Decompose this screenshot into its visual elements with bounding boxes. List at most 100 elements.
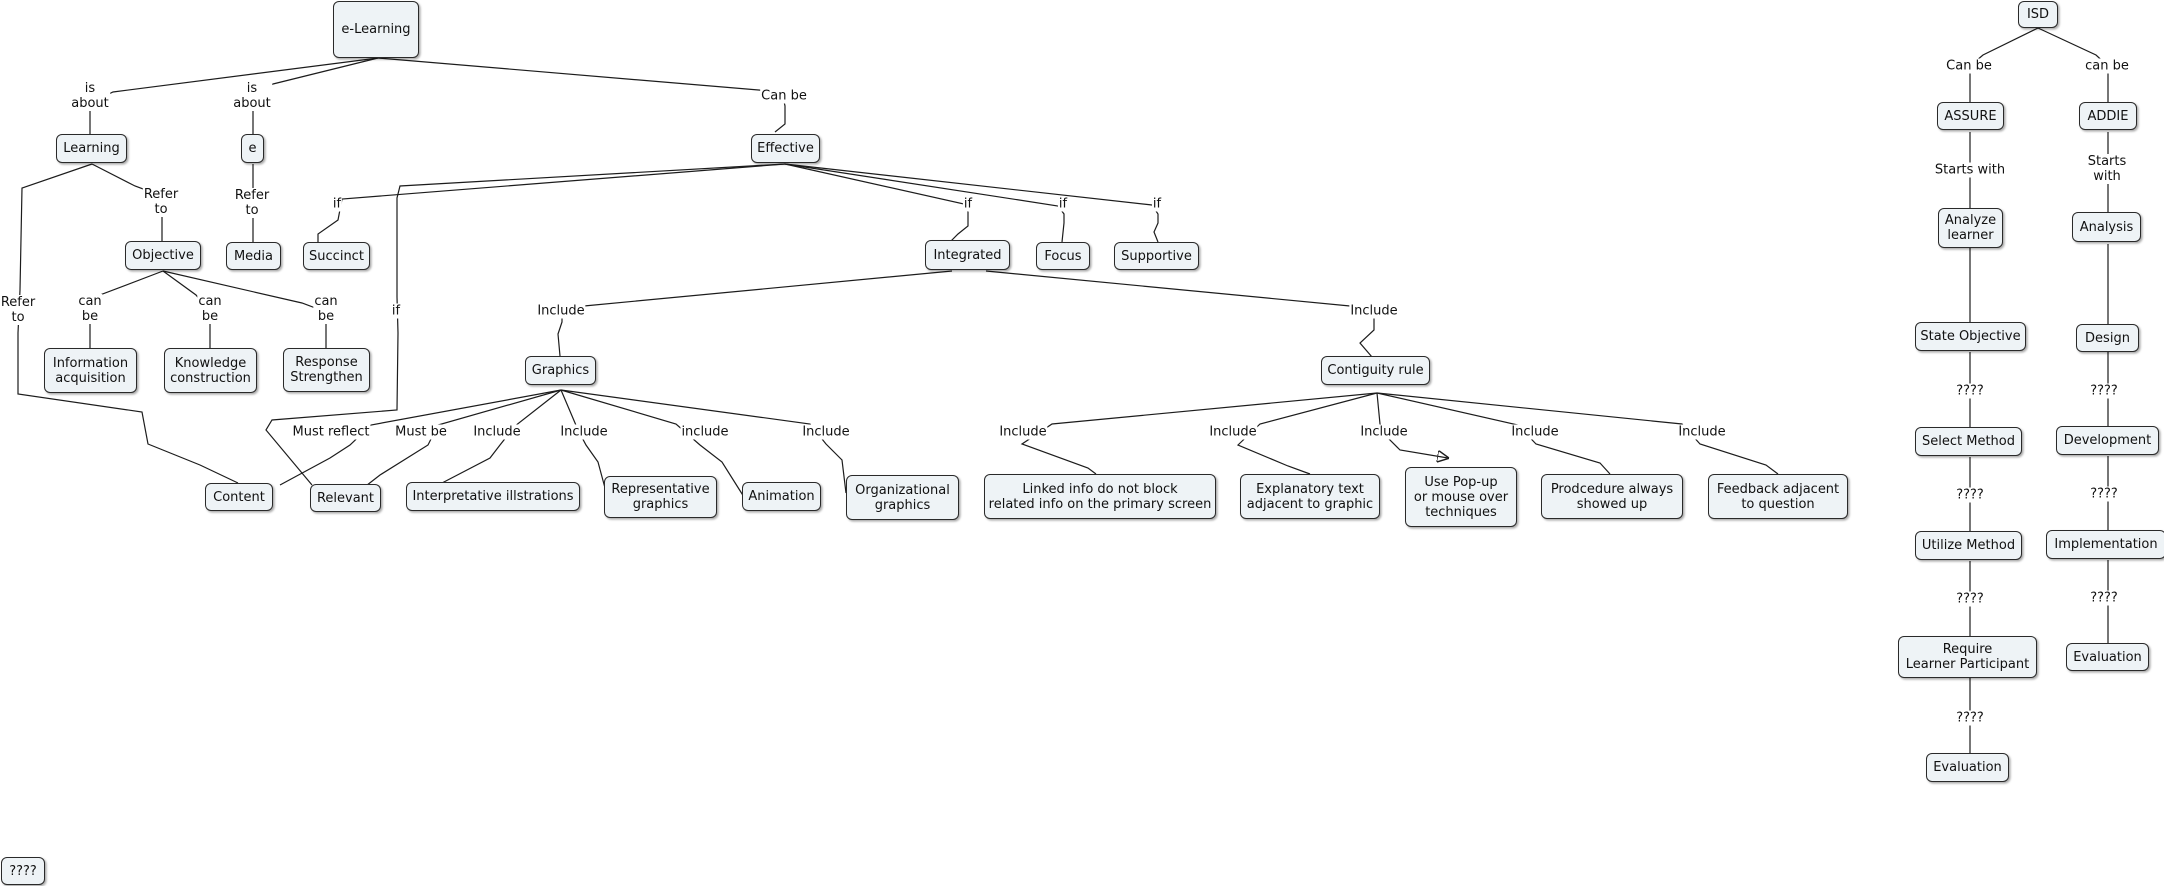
link-label-must-be: Must be [394, 424, 448, 440]
node-interpretative-illstrations[interactable]: Interpretative illstrations [406, 482, 580, 511]
node-isd[interactable]: ISD [2018, 1, 2058, 28]
link-label-include: include [680, 424, 730, 440]
link-label-include: Include [1359, 424, 1409, 440]
node-supportive[interactable]: Supportive [1114, 242, 1199, 270]
link-label-refer-to: Refer to [0, 295, 37, 325]
link-label-unknown: ???? [2089, 383, 2119, 399]
node-addie[interactable]: ADDIE [2079, 102, 2137, 130]
node-evaluation-addie[interactable]: Evaluation [2066, 643, 2149, 671]
link-label-unknown: ???? [1955, 591, 1985, 607]
node-analyze-learner[interactable]: Analyze learner [1938, 208, 2003, 248]
link-label-can-be: Can be [1945, 58, 1993, 74]
link-line [784, 163, 1065, 243]
node-objective[interactable]: Objective [125, 241, 201, 270]
node-select-method[interactable]: Select Method [1915, 427, 2022, 456]
link-line [557, 270, 953, 357]
node-e-learning[interactable]: e-Learning [333, 1, 419, 58]
link-label-include: Include [998, 424, 1048, 440]
link-line [560, 389, 745, 498]
node-succinct[interactable]: Succinct [303, 242, 370, 270]
node-require-learner-participant[interactable]: Require Learner Participant [1898, 636, 2037, 678]
node-design[interactable]: Design [2076, 324, 2139, 352]
link-label-can-be: can be [313, 294, 339, 324]
node-development[interactable]: Development [2056, 426, 2159, 455]
node-implementation[interactable]: Implementation [2046, 530, 2164, 559]
link-label-include: Include [801, 424, 851, 440]
link-label-can-be: can be [197, 294, 223, 324]
node-evaluation-assure[interactable]: Evaluation [1926, 753, 2009, 782]
link-line [1020, 392, 1378, 475]
node-contiguity-rule[interactable]: Contiguity rule [1321, 356, 1430, 385]
link-label-refer-to: Refer to [142, 187, 180, 217]
link-label-can-be: can be [77, 294, 103, 324]
node-graphics[interactable]: Graphics [525, 356, 596, 385]
node-feedback-adjacent[interactable]: Feedback adjacent to question [1708, 474, 1848, 519]
node-information-acquisition[interactable]: Information acquisition [44, 348, 137, 393]
link-label-include: Include [1677, 424, 1727, 440]
link-line [560, 389, 606, 489]
node-unknown[interactable]: ???? [1, 857, 45, 885]
node-organizational-graphics[interactable]: Organizational graphics [846, 475, 959, 520]
link-label-include: Include [536, 303, 586, 319]
link-line [1376, 392, 1779, 475]
link-line [162, 270, 327, 348]
node-e[interactable]: e [241, 134, 264, 163]
link-label-if: if [390, 303, 402, 319]
link-label-unknown: ???? [1955, 487, 1985, 503]
link-line [441, 389, 562, 484]
node-state-objective[interactable]: State Objective [1915, 322, 2026, 351]
node-linked-info[interactable]: Linked info do not block related info on… [984, 474, 1216, 519]
link-line [377, 57, 786, 133]
link-label-if: if [962, 196, 974, 212]
node-learning[interactable]: Learning [56, 134, 127, 163]
link-label-unknown: ???? [2089, 486, 2119, 502]
node-procedure-always[interactable]: Prodcedure always showed up [1541, 474, 1683, 519]
node-knowledge-construction[interactable]: Knowledge construction [164, 348, 257, 393]
node-assure[interactable]: ASSURE [1937, 102, 2004, 130]
link-label-if: if [1057, 196, 1069, 212]
link-line [1236, 392, 1378, 475]
link-label-include: Include [472, 424, 522, 440]
link-label-is-about: is about [70, 81, 110, 111]
link-label-if: if [1151, 196, 1163, 212]
link-line [560, 389, 847, 494]
link-label-include: Include [1510, 424, 1560, 440]
node-utilize-method[interactable]: Utilize Method [1915, 531, 2022, 560]
link-line [784, 163, 1159, 243]
node-analysis[interactable]: Analysis [2072, 212, 2141, 242]
link-label-include: Include [559, 424, 609, 440]
node-effective[interactable]: Effective [751, 134, 820, 163]
link-label-starts-with: Starts with [1933, 162, 2007, 178]
link-label-unknown: ???? [1955, 383, 1985, 399]
link-label-unknown: ???? [2089, 590, 2119, 606]
link-line [17, 163, 239, 484]
link-label-can-be: can be [2084, 58, 2130, 74]
link-label-refer-to: Refer to [233, 188, 271, 218]
link-line [784, 163, 969, 243]
link-label-include: Include [1349, 303, 1399, 319]
node-relevant[interactable]: Relevant [310, 484, 381, 512]
link-line [279, 389, 562, 486]
link-label-is-about: is about [232, 81, 272, 111]
node-response-strengthen[interactable]: Response Strengthen [283, 348, 370, 392]
link-line [361, 389, 562, 490]
node-media[interactable]: Media [226, 242, 281, 270]
link-label-include: Include [1208, 424, 1258, 440]
link-label-must-reflect: Must reflect [291, 424, 371, 440]
link-label-can-be: Can be [760, 88, 808, 104]
link-label-if: if [331, 196, 343, 212]
node-explanatory-text[interactable]: Explanatory text adjacent to graphic [1240, 474, 1380, 519]
link-line [265, 163, 786, 486]
link-line [317, 163, 786, 244]
link-line [1376, 392, 1611, 475]
link-line [985, 270, 1375, 358]
node-representative-graphics[interactable]: Representative graphics [604, 476, 717, 518]
node-animation[interactable]: Animation [742, 482, 821, 511]
node-content[interactable]: Content [205, 483, 273, 511]
node-use-pop-up[interactable]: Use Pop-up or mouse over techniques [1405, 467, 1517, 527]
link-label-unknown: ???? [1955, 710, 1985, 726]
node-focus[interactable]: Focus [1036, 242, 1090, 270]
node-integrated[interactable]: Integrated [925, 240, 1010, 270]
